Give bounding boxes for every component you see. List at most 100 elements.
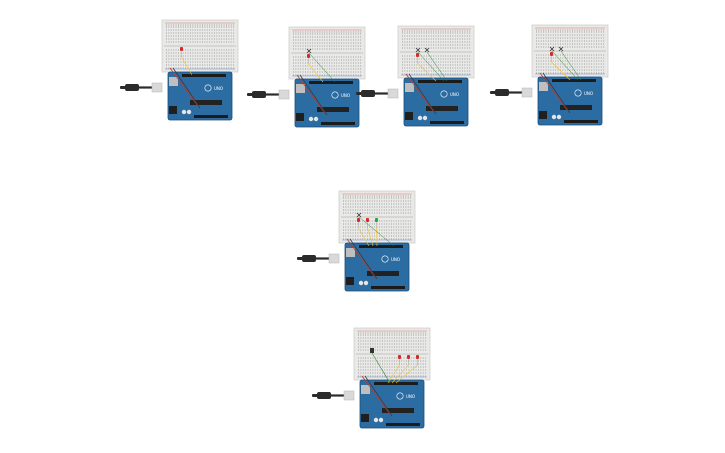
hole: [350, 56, 352, 58]
breadboard[interactable]: [353, 327, 431, 381]
led-red[interactable]: [416, 53, 437, 82]
signal-wire: [551, 61, 571, 81]
hole: [408, 337, 410, 339]
hole: [447, 67, 449, 69]
usb-cable[interactable]: [297, 253, 340, 264]
arduino-uno[interactable]: UNO: [294, 78, 360, 128]
breadboard[interactable]: [531, 24, 609, 78]
arduino-uno[interactable]: UNO: [359, 379, 425, 429]
hole: [433, 64, 435, 66]
power-wire[interactable]: [361, 375, 391, 415]
circuit-6[interactable]: UNO: [310, 327, 440, 438]
hole: [374, 238, 376, 240]
hole: [410, 235, 412, 237]
hole: [445, 55, 447, 57]
hole: [376, 200, 378, 202]
ground-wire[interactable]: [172, 67, 201, 109]
arduino-uno[interactable]: UNO: [167, 71, 233, 121]
hole: [586, 40, 588, 42]
hole: [400, 212, 402, 214]
hole: [170, 52, 172, 54]
breadboard[interactable]: [288, 26, 366, 80]
led-red[interactable]: [366, 218, 374, 247]
hole: [347, 209, 349, 211]
led-red[interactable]: [307, 54, 324, 83]
push-button[interactable]: [415, 47, 445, 82]
hole: [418, 343, 419, 345]
hole: [166, 55, 167, 57]
ground-wire[interactable]: [408, 73, 437, 115]
hole: [421, 41, 423, 43]
circuit-2[interactable]: UNO: [245, 26, 375, 137]
led-red[interactable]: [387, 355, 401, 384]
hole: [426, 55, 427, 57]
push-button[interactable]: [424, 47, 448, 82]
led-red[interactable]: [180, 47, 193, 76]
push-button[interactable]: [306, 48, 336, 83]
sensor[interactable]: [370, 348, 391, 384]
breadboard[interactable]: [397, 25, 475, 79]
hole: [414, 64, 415, 66]
push-button[interactable]: [356, 212, 395, 247]
led-green[interactable]: [375, 218, 378, 247]
hole: [462, 38, 463, 40]
usb-cable[interactable]: [312, 390, 355, 401]
led-red[interactable]: [550, 52, 571, 81]
hole: [386, 238, 388, 240]
hole: [410, 226, 412, 228]
push-button[interactable]: [558, 46, 582, 81]
hole: [596, 31, 597, 33]
ground-wire[interactable]: [349, 238, 378, 280]
hole: [567, 69, 569, 71]
hole: [376, 209, 378, 211]
led-red[interactable]: [391, 355, 410, 384]
hole: [395, 203, 397, 205]
power-wire[interactable]: [346, 238, 376, 278]
hole: [394, 366, 395, 368]
hole: [226, 32, 227, 34]
hole: [564, 57, 566, 59]
hole: [180, 24, 182, 26]
power-wire[interactable]: [296, 74, 326, 114]
hole: [454, 73, 456, 75]
arduino-uno[interactable]: UNO: [403, 77, 469, 127]
push-button[interactable]: [549, 46, 579, 81]
hole: [297, 39, 299, 41]
hole: [209, 24, 211, 26]
hole: [329, 68, 330, 70]
hole: [362, 229, 364, 231]
usb-cable[interactable]: [247, 89, 290, 100]
hole: [410, 340, 412, 342]
hole: [336, 33, 338, 35]
capacitor: [422, 115, 428, 121]
breadboard[interactable]: [338, 190, 416, 244]
hole: [187, 52, 189, 54]
hole: [202, 35, 203, 37]
hole: [197, 52, 199, 54]
hole: [415, 343, 417, 345]
hole: [357, 223, 359, 225]
circuit-4[interactable]: UNO: [488, 24, 618, 135]
arduino-uno[interactable]: UNO: [537, 76, 603, 126]
led-red[interactable]: [395, 355, 419, 384]
breadboard[interactable]: [161, 19, 239, 73]
power-wire[interactable]: [539, 72, 569, 112]
hole: [423, 67, 425, 69]
circuit-5[interactable]: UNO: [295, 190, 425, 301]
ground-wire[interactable]: [364, 375, 393, 417]
button-icon: [356, 212, 362, 218]
led-red[interactable]: [357, 218, 370, 247]
hole: [178, 41, 179, 43]
power-wire[interactable]: [405, 73, 435, 113]
circuit-3[interactable]: UNO: [354, 25, 484, 136]
ground-wire[interactable]: [542, 72, 571, 114]
usb-cable[interactable]: [356, 88, 399, 99]
hole: [406, 70, 408, 72]
power-wire[interactable]: [169, 67, 199, 107]
ground-wire[interactable]: [299, 74, 328, 116]
circuit-1[interactable]: UNO: [118, 19, 248, 130]
usb-cable[interactable]: [490, 87, 533, 98]
arduino-uno[interactable]: UNO: [344, 242, 410, 292]
usb-cable[interactable]: [120, 82, 163, 93]
